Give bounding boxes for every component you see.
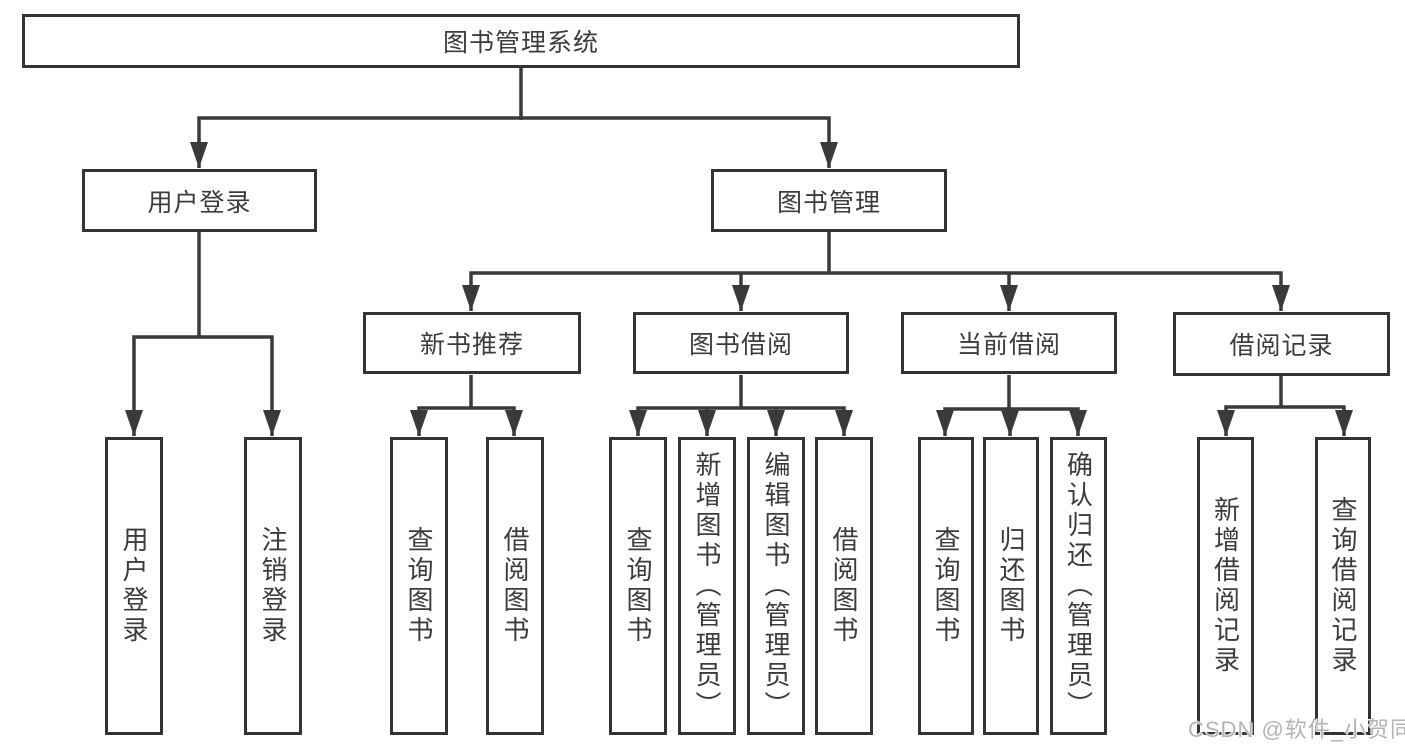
arrowhead: [190, 142, 208, 168]
node-user-login: 用户登录: [82, 169, 317, 232]
arrowhead: [732, 285, 750, 311]
arrowhead: [263, 410, 281, 436]
arrowhead: [767, 410, 785, 436]
arrowhead: [1335, 410, 1353, 436]
leaf-cb-query-books: 查询图书: [918, 437, 974, 735]
connector-book-borrow-children: [636, 375, 846, 436]
arrowhead: [629, 410, 647, 436]
leaf-bb-borrow-books: 借阅图书: [815, 437, 873, 735]
arrowhead: [820, 142, 838, 168]
connector-user-login-children: [132, 232, 274, 436]
node-root: 图书管理系统: [22, 14, 1020, 68]
arrowhead: [1272, 285, 1290, 311]
arrowhead: [936, 410, 954, 436]
arrowhead: [410, 410, 428, 436]
connector-book-mgmt-children: [469, 232, 1283, 311]
arrowheads: [125, 142, 1353, 436]
leaf-cb-return-books: 归还图书: [983, 437, 1039, 735]
csdn-watermark: CSDN @软件_小贺同学: [1188, 717, 1405, 742]
leaf-bb-add-books-admin: 新增图书（管理员）: [678, 437, 736, 735]
arrowhead: [1217, 410, 1235, 436]
arrowhead: [1000, 285, 1018, 311]
arrowhead: [698, 410, 716, 436]
leaf-user-login: 用户登录: [105, 437, 163, 735]
arrowhead: [125, 410, 143, 436]
leaf-logout: 注销登录: [244, 437, 302, 735]
node-borrow-records: 借阅记录: [1173, 312, 1390, 376]
leaf-rec-borrow-books: 借阅图书: [486, 437, 544, 735]
leaf-br-add-record: 新增借阅记录: [1197, 437, 1254, 735]
node-current-borrow: 当前借阅: [901, 312, 1117, 374]
arrowhead: [1001, 410, 1019, 436]
connector-new-book-rec-children: [417, 375, 516, 436]
leaf-bb-query-books: 查询图书: [609, 437, 667, 735]
connector-root-to-level2: [197, 68, 831, 168]
arrowhead: [505, 410, 523, 436]
leaf-br-query-record: 查询借阅记录: [1315, 437, 1371, 735]
arrowhead: [1069, 410, 1087, 436]
arrowhead: [462, 285, 480, 311]
leaf-bb-edit-books-admin: 编辑图书（管理员）: [747, 437, 805, 735]
leaf-cb-confirm-return-admin: 确认归还（管理员）: [1050, 437, 1107, 735]
node-book-mgmt: 图书管理: [711, 169, 947, 232]
node-new-book-rec: 新书推荐: [363, 312, 581, 374]
node-book-borrow: 图书借阅: [633, 312, 849, 374]
arrowhead: [835, 410, 853, 436]
connector-borrow-records-children: [1224, 375, 1346, 436]
leaf-rec-query-books: 查询图书: [390, 437, 448, 735]
